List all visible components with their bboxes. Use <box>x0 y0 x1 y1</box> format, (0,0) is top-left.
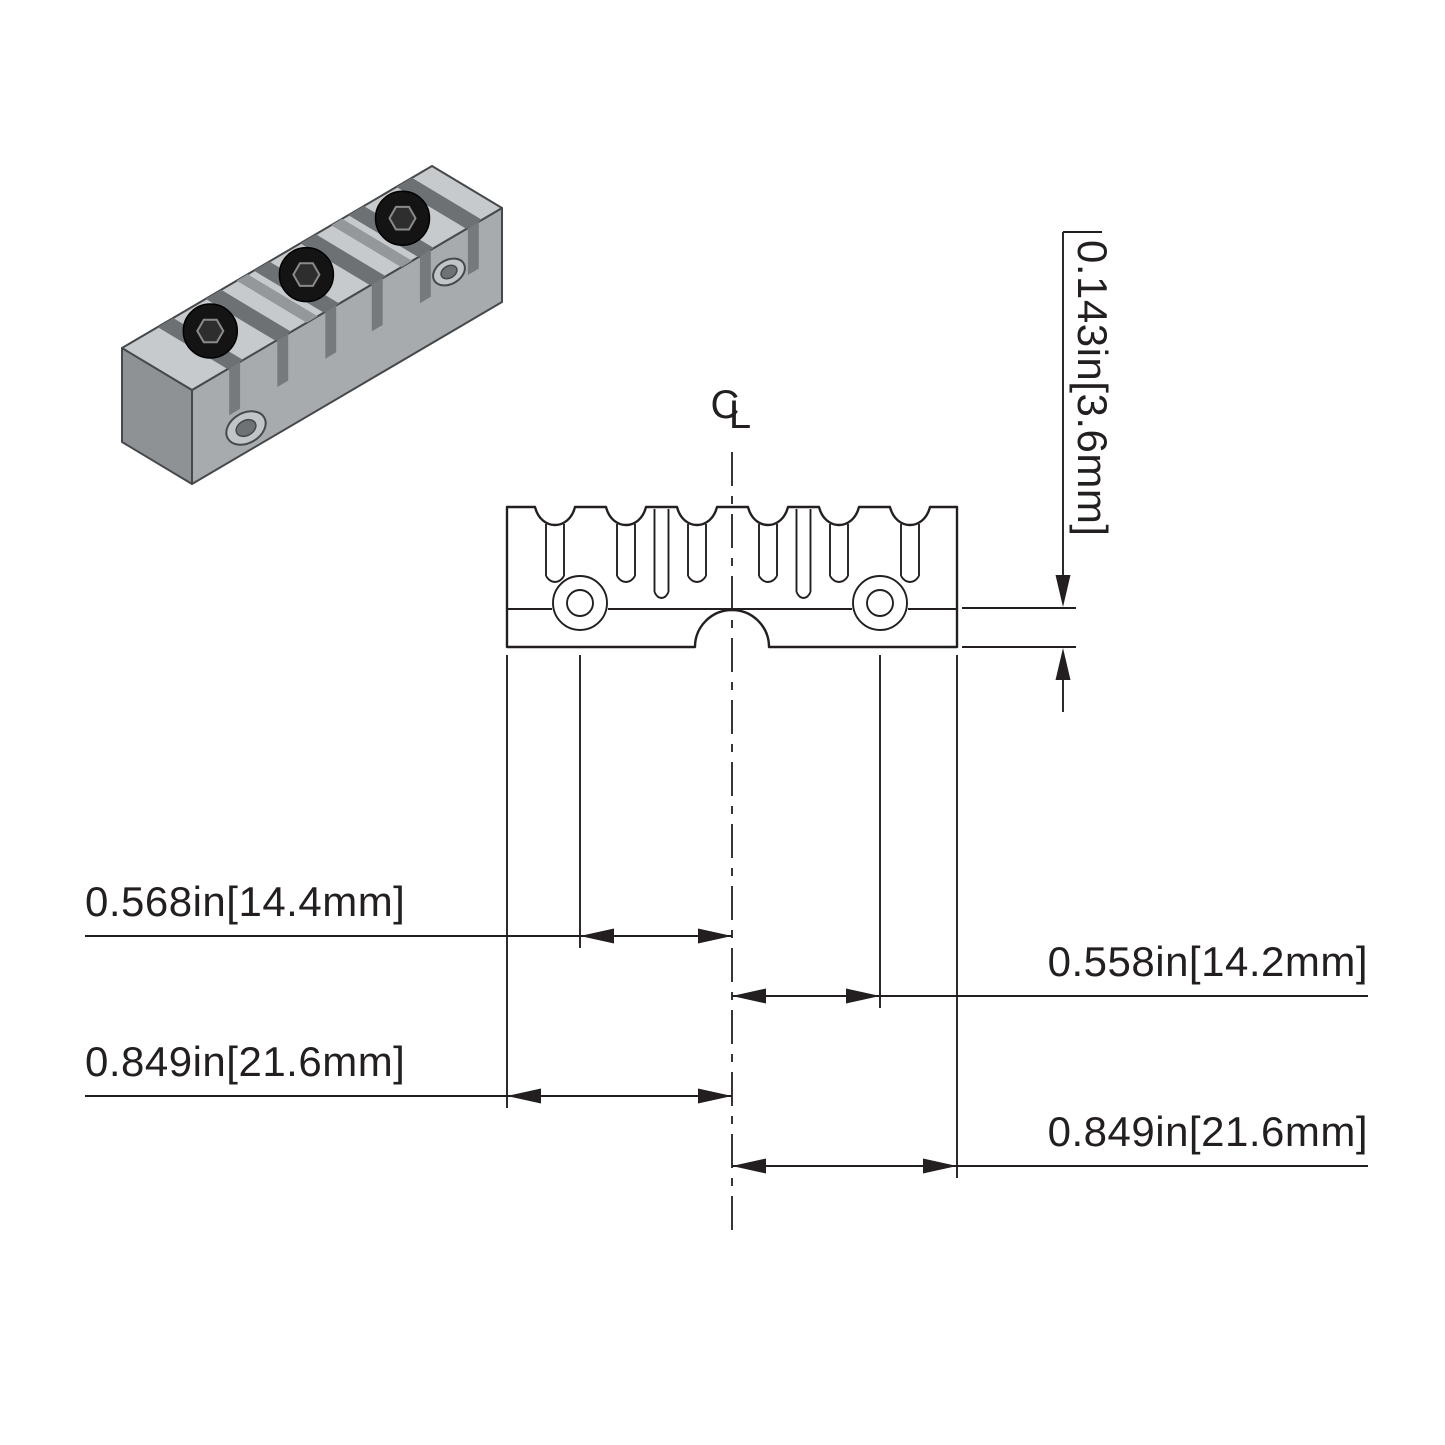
arrowhead <box>698 928 732 944</box>
arrowhead <box>1055 575 1071 607</box>
slot-opening <box>277 333 289 387</box>
arrowhead <box>846 988 880 1004</box>
hole-bore <box>235 418 257 438</box>
arrowhead <box>580 928 614 944</box>
string-slot <box>758 524 778 583</box>
block-gap-channel <box>795 509 812 599</box>
block-gap-groove <box>331 218 413 268</box>
iso-front-slot-openings <box>229 221 479 416</box>
hex-socket-icon <box>388 205 417 231</box>
dim-step-height: 0.143in[3.6mm] <box>962 231 1116 712</box>
hex-socket-icon <box>292 262 321 287</box>
isometric-view <box>121 165 503 485</box>
iso-string-grooves <box>157 177 482 370</box>
dim-right-edge-to-centerline: 0.849in[21.6mm] <box>732 655 1368 1178</box>
hole-bore <box>566 589 594 617</box>
dim-right-hole-to-centerline: 0.558in[14.2mm] <box>732 655 1368 1008</box>
string-slot-walls <box>545 509 920 599</box>
slot-opening <box>229 361 241 416</box>
arrowhead <box>732 988 766 1004</box>
hole-counterbore <box>852 575 908 631</box>
hole-bore <box>440 264 458 280</box>
string-slot <box>545 524 565 583</box>
string-groove <box>396 177 482 229</box>
dim-right-upper-text: 0.558in[14.2mm] <box>1048 938 1368 985</box>
arrowhead <box>507 1088 541 1104</box>
mounting-hole-right <box>852 575 908 631</box>
iso-mounting-hole-left <box>225 410 267 446</box>
string-slot <box>829 524 849 583</box>
arrowhead <box>732 1158 766 1174</box>
arrowhead <box>923 1158 957 1174</box>
centerline-symbol-c: C <box>711 383 740 427</box>
slot-opening <box>419 249 431 304</box>
arrowhead <box>698 1088 732 1104</box>
mounting-hole-left <box>552 575 608 631</box>
front-view <box>505 505 959 649</box>
clamp-screw <box>374 190 431 246</box>
hex-socket-icon <box>196 318 225 344</box>
centerline: C L <box>711 383 751 1232</box>
dim-left-lower-text: 0.849in[21.6mm] <box>85 1038 405 1085</box>
block-gap-channel <box>653 509 670 599</box>
clamp-screw <box>278 246 335 303</box>
hole-counterbore <box>552 575 608 631</box>
string-slot <box>616 524 636 583</box>
hole-bore <box>866 589 894 617</box>
dim-right-lower-text: 0.849in[21.6mm] <box>1048 1108 1368 1155</box>
clamp-screw <box>182 303 239 359</box>
string-slot <box>900 524 920 583</box>
dim-left-upper-text: 0.568in[14.4mm] <box>85 878 405 925</box>
string-groove <box>300 234 386 286</box>
dim-left-hole-to-centerline: 0.568in[14.4mm] <box>85 655 732 948</box>
iso-mounting-hole-right <box>432 257 466 287</box>
block-gap-groove <box>236 274 318 323</box>
centerline-symbol-l: L <box>729 393 751 437</box>
slot-opening <box>467 221 479 275</box>
string-groove <box>205 289 292 341</box>
arrowhead <box>1055 648 1071 680</box>
string-slot <box>687 524 707 583</box>
iso-clamp-screws <box>182 190 431 359</box>
slot-opening <box>325 305 337 359</box>
dim-left-edge-to-centerline: 0.849in[21.6mm] <box>85 655 732 1108</box>
nut-body-outline <box>505 505 959 649</box>
dim-step-height-text: 0.143in[3.6mm] <box>1069 240 1116 537</box>
slot-opening <box>371 278 383 332</box>
